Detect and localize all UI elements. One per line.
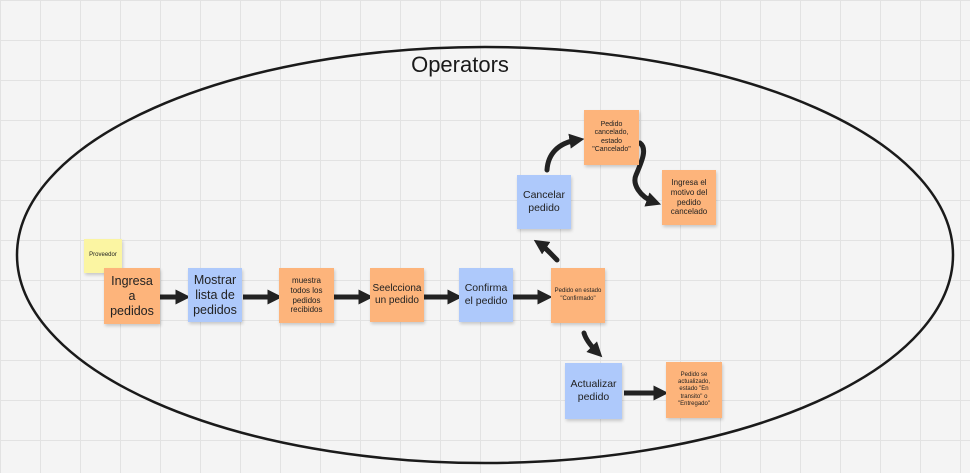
note-confirma-pedido[interactable]: Confirma el pedido [459,268,513,322]
note-actualizar-pedido[interactable]: Actualizar pedido [565,363,622,419]
note-selecciona-pedido[interactable]: Seelcciona un pedido [370,268,424,322]
note-motivo-cancelado[interactable]: Ingresa el motivo del pedido cancelado [662,170,716,225]
note-ingresa-a-pedidos[interactable]: Ingresa a pedidos [104,268,160,324]
note-mostrar-lista[interactable]: Mostrar lista de pedidos [188,268,242,322]
arrow-cancelar-to-cancelado [544,133,585,173]
arrow-confirmado-to-actualizar [581,330,603,358]
diagram-title: Operators [411,52,509,77]
note-proveedor[interactable]: Proveedor [84,239,122,273]
arrow-confirmado-to-cancelar [533,239,560,263]
note-cancelar-pedido[interactable]: Cancelar pedido [517,175,571,229]
note-pedido-cancelado[interactable]: Pedido cancelado, estado "Cancelado" [584,110,639,165]
note-pedido-en-transito[interactable]: Pedido se actualizado, estado "En transi… [666,362,722,418]
note-pedido-confirmado[interactable]: Pedido en estado "Confirmado" [551,268,605,323]
note-muestra-pedidos[interactable]: muestra todos los pedidos recibidos [279,268,334,323]
arrow-cancelado-to-motivo [632,140,662,207]
operators-ellipse [15,45,955,465]
